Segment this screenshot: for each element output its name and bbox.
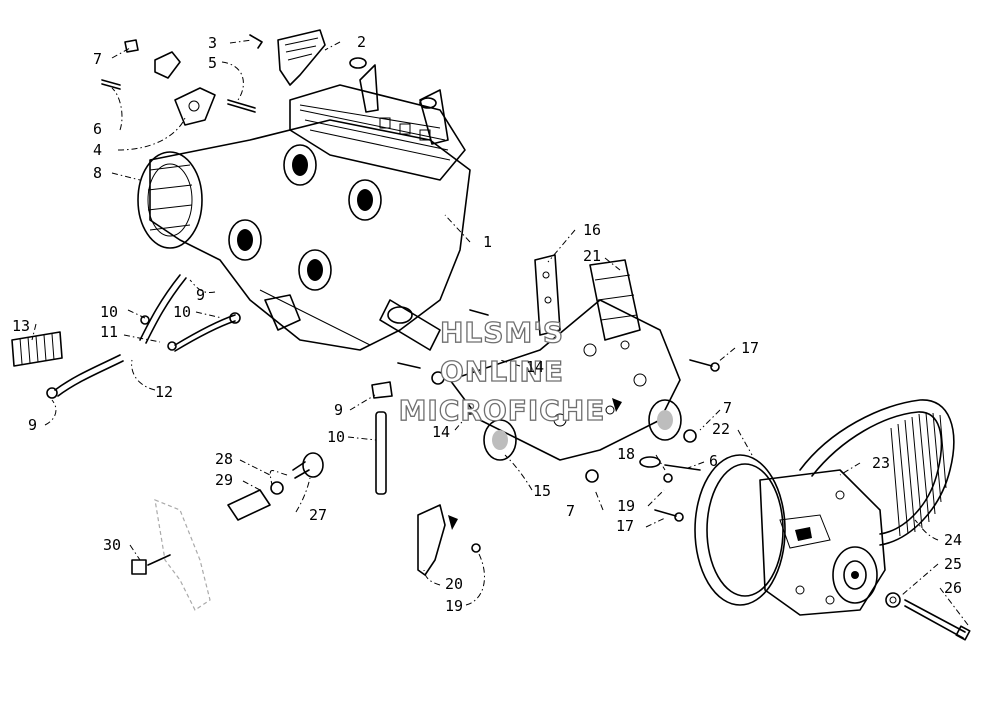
callout-7: 7 <box>93 50 102 68</box>
leader-lines <box>31 39 969 626</box>
engine-assembly <box>137 57 471 351</box>
callout-1: 1 <box>483 233 492 251</box>
lift-handle-cluster <box>101 29 326 126</box>
callout-28: 28 <box>215 450 233 468</box>
callout-20: 20 <box>445 575 463 593</box>
callout-17-lower: 17 <box>616 517 634 535</box>
callout-9: 9 <box>196 286 205 304</box>
callout-4: 4 <box>93 141 102 159</box>
callout-13: 13 <box>12 317 30 335</box>
callout-10-upper: 10 <box>173 303 191 321</box>
drive-clutch <box>694 399 971 641</box>
callout-19: 19 <box>617 497 635 515</box>
callout-24: 24 <box>944 531 962 549</box>
watermark: HLSM'S ONLINE MICROFICHE <box>398 315 606 427</box>
callout-17: 17 <box>741 339 759 357</box>
callout-27: 27 <box>309 506 327 524</box>
callout-11: 11 <box>100 323 118 341</box>
callout-14: 14 <box>526 358 544 376</box>
callout-6-plate: 6 <box>709 452 718 470</box>
callout-30: 30 <box>103 536 121 554</box>
callout-23: 23 <box>872 454 890 472</box>
callout-22: 22 <box>712 420 730 438</box>
callout-7-plate: 7 <box>566 502 575 520</box>
callout-21: 21 <box>583 247 601 265</box>
lower-left-hardware <box>131 452 324 611</box>
callout-15: 15 <box>533 482 551 500</box>
callout-18: 18 <box>617 445 635 463</box>
callout-9-filter: 9 <box>28 416 37 434</box>
callout-25: 25 <box>944 555 962 573</box>
callout-6: 6 <box>93 120 102 138</box>
watermark-line-2: ONLINE <box>440 355 564 388</box>
watermark-line-1: HLSM'S <box>440 316 564 349</box>
callout-12: 12 <box>155 383 173 401</box>
callout-3: 3 <box>208 34 217 52</box>
callout-2: 2 <box>357 33 366 51</box>
callout-7-clutch: 7 <box>723 399 732 417</box>
watermark-line-3: MICROFICHE <box>399 394 606 427</box>
callout-14-lower: 14 <box>432 423 450 441</box>
callout-9-hose: 9 <box>334 401 343 419</box>
callout-19-lower: 19 <box>445 597 463 615</box>
callout-16: 16 <box>583 221 601 239</box>
callout-10: 10 <box>100 303 118 321</box>
callout-labels: 1 2 3 4 5 6 7 8 9 10 11 12 13 14 15 16 1… <box>12 33 962 615</box>
fuel-lines <box>11 274 393 495</box>
callout-26: 26 <box>944 579 962 597</box>
callout-5: 5 <box>208 54 217 72</box>
callout-29: 29 <box>215 471 233 489</box>
callout-8: 8 <box>93 164 102 182</box>
engine-mount-plate <box>397 254 720 576</box>
callout-10-hose: 10 <box>327 428 345 446</box>
